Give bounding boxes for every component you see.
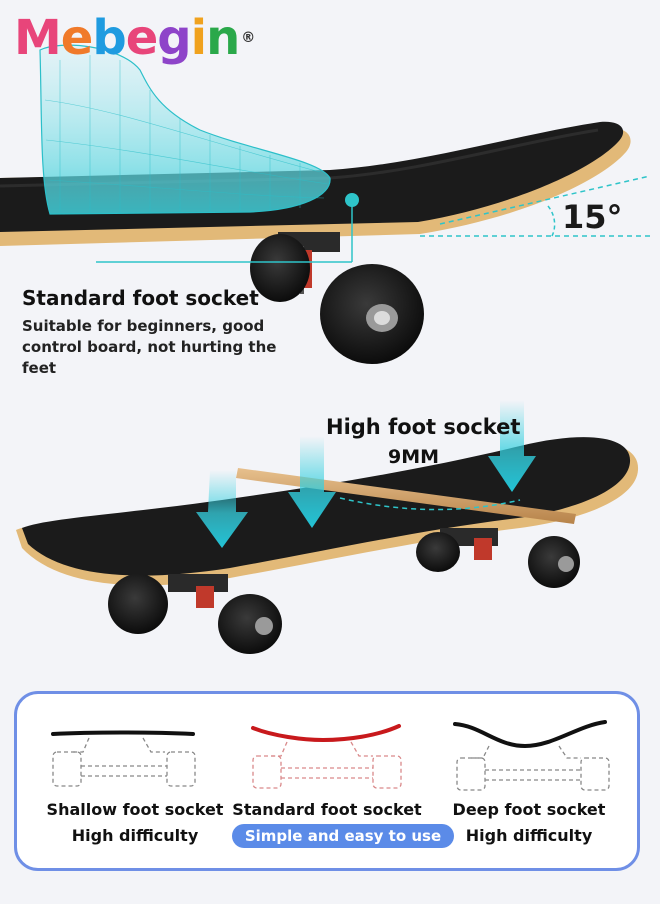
standard-socket-description: Suitable for beginners, good control boa…: [22, 317, 277, 377]
brand-letter: i: [190, 10, 207, 66]
brand-letter: e: [125, 10, 159, 66]
top-skateboard: [0, 44, 651, 364]
brand-logo: Mebegin®: [14, 10, 255, 66]
wheel-icon: [528, 536, 580, 588]
difficulty-label: High difficulty: [465, 826, 593, 845]
down-arrow-icon: [196, 470, 248, 548]
high-socket-title: High foot socket: [326, 415, 521, 439]
comparison-panel: Shallow foot socket High difficulty Stan…: [14, 691, 640, 871]
registered-mark: ®: [241, 30, 255, 46]
socket-name: Standard foot socket: [232, 800, 422, 819]
easy-badge: Simple and easy to use: [232, 824, 454, 848]
wheel-icon: [108, 574, 168, 634]
foot-scan-icon: [39, 44, 331, 215]
socket-marker: [345, 193, 359, 207]
standard-deck-diagram: [251, 724, 402, 789]
down-arrow-icon: [288, 436, 336, 528]
wheel-icon: [416, 532, 460, 572]
brand-letter: e: [60, 10, 94, 66]
angle-arc: [547, 205, 556, 237]
socket-name: Deep foot socket: [452, 800, 606, 819]
deep-deck-diagram: [453, 720, 610, 791]
angle-label: 15°: [562, 198, 623, 236]
middle-skateboard: [16, 400, 639, 654]
down-arrow-icon: [488, 400, 536, 492]
wheel-icon: [218, 594, 282, 654]
shallow-deck-diagram: [51, 730, 196, 787]
brand-letter: n: [206, 10, 240, 66]
high-socket-depth: 9MM: [388, 446, 440, 468]
brand-letter: b: [92, 10, 126, 66]
brand-letter: M: [14, 10, 62, 66]
brand-letter: g: [157, 10, 191, 66]
difficulty-label: High difficulty: [71, 826, 199, 845]
socket-name: Shallow foot socket: [46, 800, 224, 819]
wheel-icon: [250, 234, 310, 302]
standard-socket-title: Standard foot socket: [22, 286, 259, 310]
